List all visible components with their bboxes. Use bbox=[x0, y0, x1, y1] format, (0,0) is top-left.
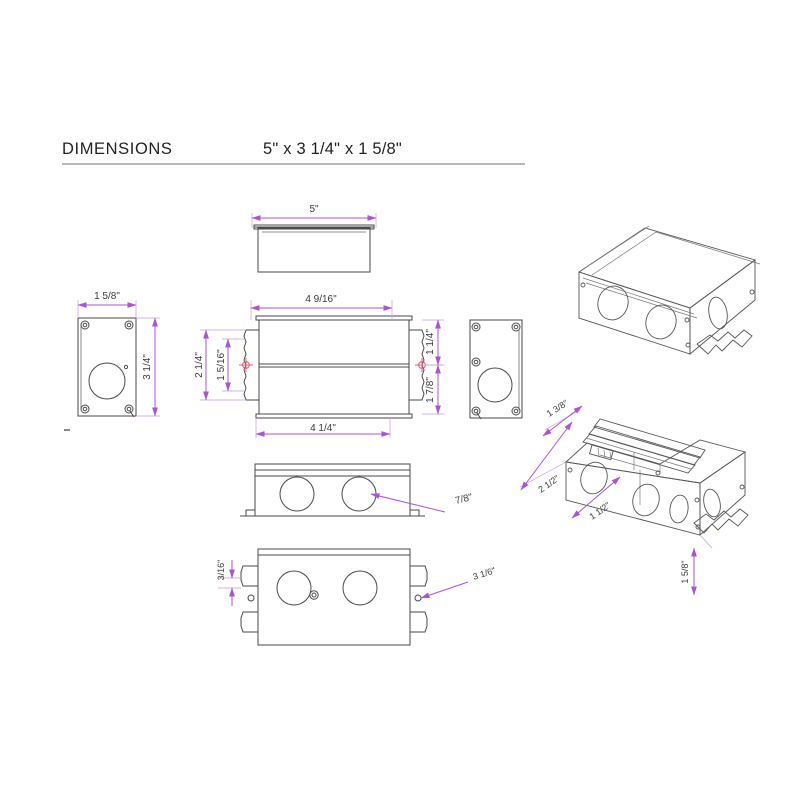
dim-iso-depth: 1 3/8" bbox=[542, 398, 583, 437]
dim-label-iso-height: 1 5/8" bbox=[680, 560, 690, 583]
dim-label-front-right-lower: 1 7/8" bbox=[425, 377, 436, 403]
title-underline-divider bbox=[62, 163, 525, 165]
dim-top-width: 5" bbox=[251, 204, 377, 228]
view-front: 4 9/16" 4 1/4" 2 1/4" 1 5/16" bbox=[194, 294, 444, 438]
dim-iso-length: 2 1/2" bbox=[519, 421, 573, 495]
dim-label-front-right-upper: 1 1/4" bbox=[425, 329, 436, 355]
dim-label-iso-depth: 1 3/8" bbox=[545, 398, 570, 419]
dim-hole-spacing: 3 1/6" bbox=[420, 565, 497, 599]
view-left-side: 1 5/8" 3 1/4" bbox=[64, 291, 160, 431]
view-top: 5" bbox=[251, 204, 377, 273]
dim-front-top-width: 4 9/16" bbox=[250, 294, 393, 320]
dim-front-outer-height: 2 1/4" bbox=[194, 329, 246, 401]
view-isometric-lower: 1 3/8" 2 1/2" 1 1/2" 1 5/8" bbox=[519, 398, 749, 596]
view-rear-elevation: 7/8" bbox=[240, 463, 474, 517]
dim-label-tab-thickness: 3/16" bbox=[216, 560, 226, 581]
dimension-spec-text: 5" x 3 1/4" x 1 5/8" bbox=[263, 140, 402, 158]
dim-iso-height: 1 5/8" bbox=[680, 534, 713, 596]
dim-iso-inner: 1 1/2" bbox=[571, 476, 621, 522]
dim-label-top-width: 5" bbox=[309, 204, 319, 215]
dim-knockout-diameter: 7/8" bbox=[370, 492, 474, 513]
dim-label-left-height: 3 1/4" bbox=[142, 354, 153, 380]
view-right-side bbox=[469, 319, 523, 420]
dim-tab-thickness: 3/16" bbox=[216, 560, 241, 606]
dim-label-front-top-width: 4 9/16" bbox=[305, 294, 337, 305]
dim-front-right-upper: 1 1/4" bbox=[422, 319, 444, 366]
dim-label-hole-spacing: 3 1/6" bbox=[472, 565, 497, 582]
dim-label-left-width: 1 5/8" bbox=[94, 291, 120, 302]
dim-label-front-inner-height: 1 5/16" bbox=[216, 349, 227, 381]
view-isometric-upper bbox=[577, 225, 761, 355]
dim-label-iso-inner: 1 1/2" bbox=[587, 500, 612, 522]
center-mark-left bbox=[239, 358, 253, 372]
dim-front-bottom-width: 4 1/4" bbox=[255, 418, 391, 438]
terminal-block bbox=[588, 444, 614, 461]
dim-front-inner-height: 1 5/16" bbox=[216, 338, 246, 392]
dim-label-knockout-diameter: 7/8" bbox=[454, 492, 474, 507]
dim-label-front-bottom-width: 4 1/4" bbox=[310, 423, 336, 434]
page-title: DIMENSIONS bbox=[62, 140, 173, 158]
dim-label-front-outer-height: 2 1/4" bbox=[194, 352, 205, 378]
view-bottom-plan: 3/16" 3 1/6" bbox=[216, 548, 497, 646]
dim-left-height: 3 1/4" bbox=[136, 317, 160, 417]
dim-left-width: 1 5/8" bbox=[77, 291, 137, 318]
dim-front-right-lower: 1 7/8" bbox=[422, 364, 444, 415]
